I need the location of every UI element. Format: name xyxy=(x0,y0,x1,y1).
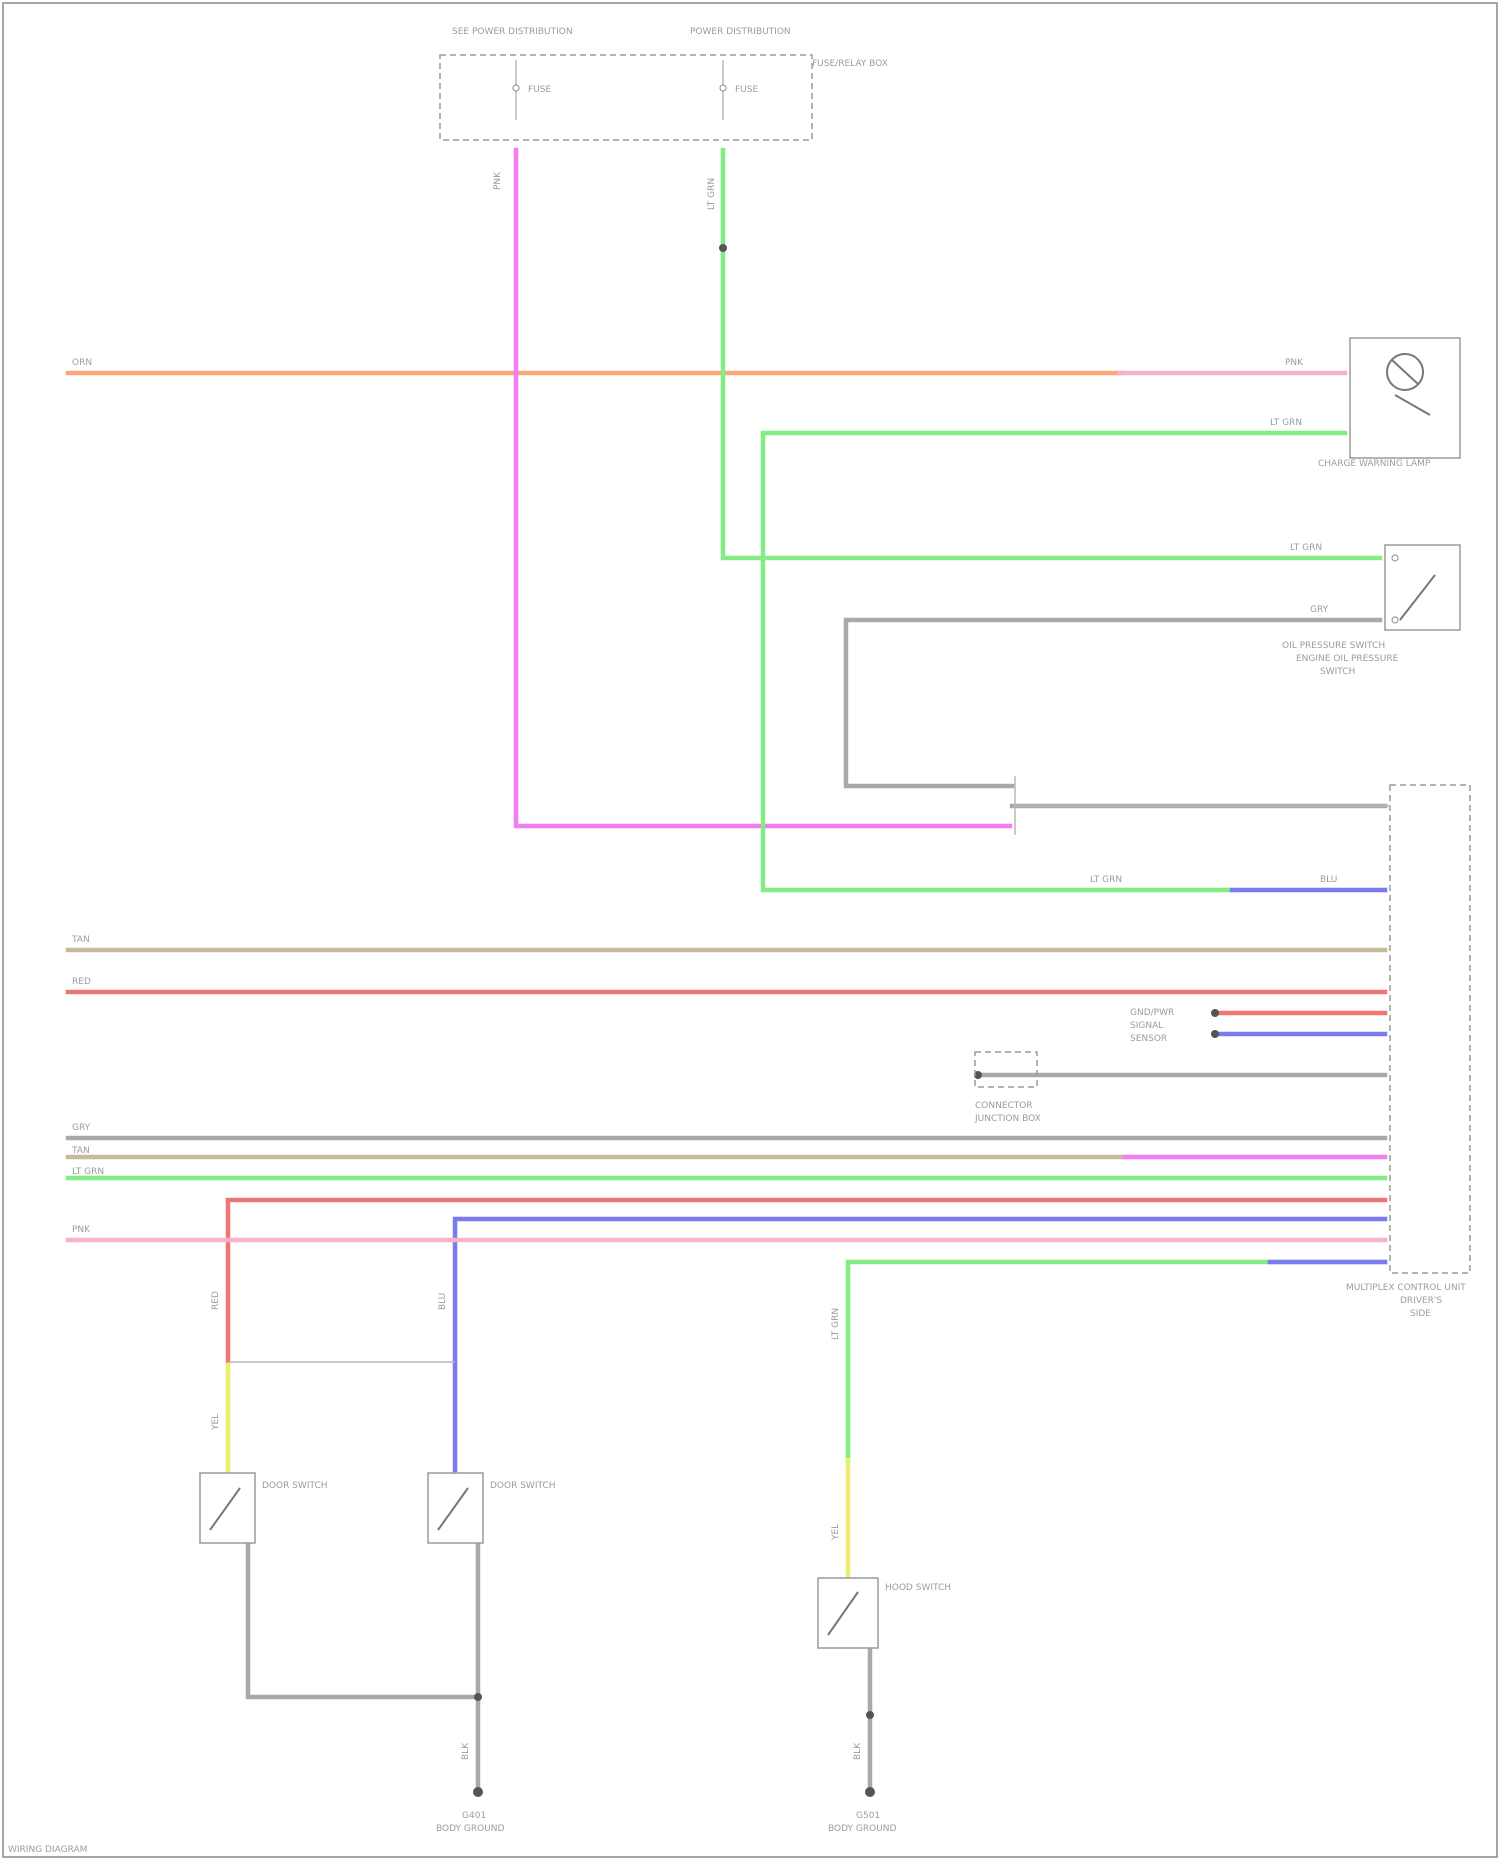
ground-left-label: G401 xyxy=(462,1811,486,1821)
ground-right-label: G501 xyxy=(856,1811,880,1821)
inline-connector-label: CONNECTOR xyxy=(975,1101,1033,1111)
oil-switch-sub: ENGINE OIL PRESSURE xyxy=(1296,654,1399,664)
oil-switch-label: OIL PRESSURE SWITCH xyxy=(1282,641,1385,651)
wire-label-pink: PNK xyxy=(1285,358,1304,368)
wire-label-pink-2: PNK xyxy=(72,1225,91,1235)
wire-label-black-2: BLK xyxy=(853,1742,863,1760)
wire-label-blue-door: BLU xyxy=(438,1293,448,1310)
hood-switch-label: HOOD SWITCH xyxy=(885,1583,951,1593)
inline-connector: CONNECTOR JUNCTION BOX xyxy=(974,1052,1041,1124)
lamp-icon: CHARGE WARNING LAMP xyxy=(1318,338,1460,469)
module-label: MULTIPLEX CONTROL UNIT xyxy=(1346,1283,1466,1293)
inline-c-label: SENSOR xyxy=(1130,1034,1167,1044)
inline-a-label: GND/PWR xyxy=(1130,1008,1174,1018)
fuse-box-right-label: POWER DISTRIBUTION xyxy=(690,27,791,37)
switch-icon-door-mid: DOOR SWITCH xyxy=(428,1473,556,1543)
gray-wire-ground xyxy=(248,1540,478,1697)
wire-label-red-door: RED xyxy=(211,1291,221,1310)
red-wire-door xyxy=(228,1200,1385,1362)
fuse-right-label: FUSE xyxy=(735,85,758,95)
wire-label-magenta: PNK xyxy=(493,171,503,190)
green-wire-hood xyxy=(848,1262,1385,1460)
module-sub2: SIDE xyxy=(1410,1309,1431,1319)
ground-icon-left: G401 BODY GROUND xyxy=(436,1787,505,1834)
oil-switch-sub2: SWITCH xyxy=(1320,667,1355,677)
fuse-box: SEE POWER DISTRIBUTION POWER DISTRIBUTIO… xyxy=(440,27,888,140)
page-frame xyxy=(3,3,1497,1857)
switch-icon-hood: HOOD SWITCH xyxy=(818,1578,951,1648)
wire-label-yellow: YEL xyxy=(211,1414,221,1431)
wire-label-tan-2: TAN xyxy=(71,1146,90,1156)
door-switch-left-label: DOOR SWITCH xyxy=(262,1481,328,1491)
wire-label-orange: ORN xyxy=(72,358,92,368)
wire-label-green-2: LT GRN xyxy=(72,1167,104,1177)
wire-label-tan: TAN xyxy=(71,935,90,945)
inline-connector-sub: JUNCTION BOX xyxy=(974,1114,1041,1124)
ground-left-sub: BODY GROUND xyxy=(436,1824,505,1834)
wire-label-gray-2: GRY xyxy=(72,1123,91,1133)
wire-label-green-hood: LT GRN xyxy=(831,1308,841,1340)
wire-label-green-oil: LT GRN xyxy=(1290,543,1322,553)
wire-label-red: RED xyxy=(72,977,91,987)
ground-right-sub: BODY GROUND xyxy=(828,1824,897,1834)
switch-icon-door-left: DOOR SWITCH xyxy=(200,1473,328,1543)
green-wire-oil-switch xyxy=(723,150,1380,558)
lamp-label: CHARGE WARNING LAMP xyxy=(1318,459,1431,469)
wire-label-green: LT GRN xyxy=(707,178,717,210)
footer-label: WIRING DIAGRAM xyxy=(8,1845,87,1855)
wire-label-gray: GRY xyxy=(1310,605,1329,615)
ground-icon-right: G501 BODY GROUND xyxy=(828,1787,897,1834)
inline-b-label: SIGNAL xyxy=(1130,1021,1163,1031)
module-sub: DRIVER'S xyxy=(1400,1296,1442,1306)
multiplex-control-unit: MULTIPLEX CONTROL UNIT DRIVER'S SIDE xyxy=(1015,776,1470,1319)
wire-label-green-3: LT GRN xyxy=(1090,875,1122,885)
fuse-box-note: FUSE/RELAY BOX xyxy=(812,59,888,69)
switch-icon: OIL PRESSURE SWITCH ENGINE OIL PRESSURE … xyxy=(1282,545,1460,677)
fuse-left-label: FUSE xyxy=(528,85,551,95)
wire-label-yellow-hood: YEL xyxy=(831,1524,841,1541)
wire-label-green-lamp: LT GRN xyxy=(1270,418,1302,428)
wire-label-blue: BLU xyxy=(1320,875,1337,885)
wire-label-black: BLK xyxy=(461,1742,471,1760)
door-switch-mid-label: DOOR SWITCH xyxy=(490,1481,556,1491)
green-wire-lamp xyxy=(763,433,1345,890)
fuse-box-left-label: SEE POWER DISTRIBUTION xyxy=(452,27,573,37)
